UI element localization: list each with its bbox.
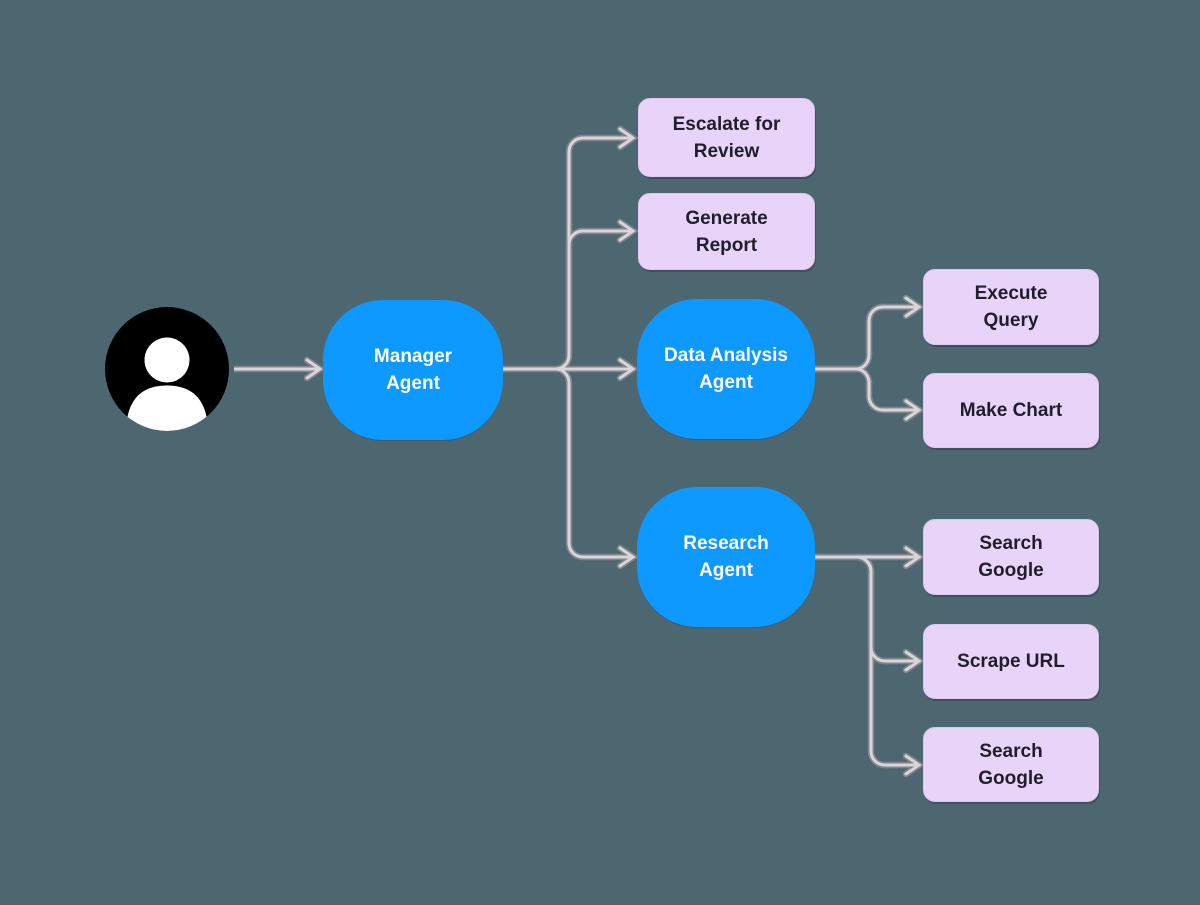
node-data-analysis-agent[interactable]: Data Analysis Agent	[637, 299, 815, 439]
node-escalate-for-review[interactable]: Escalate for Review	[638, 98, 815, 177]
node-label: Manager Agent	[373, 346, 453, 394]
connector-cores	[234, 127, 922, 776]
node-user[interactable]	[102, 304, 232, 434]
node-label: Research Agent	[683, 533, 769, 581]
node-label: Execute Query	[974, 283, 1048, 331]
node-generate-report[interactable]: Generate Report	[638, 193, 815, 270]
node-label: Make Chart	[959, 400, 1063, 421]
node-search-google-1[interactable]: Search Google	[923, 519, 1099, 595]
node-label: Generate Report	[685, 207, 768, 256]
node-execute-query[interactable]: Execute Query	[923, 269, 1099, 345]
node-label: Escalate for Review	[672, 113, 781, 162]
node-manager-agent[interactable]: Manager Agent	[323, 300, 503, 440]
node-label: Search Google	[978, 533, 1044, 581]
connector-outlines	[234, 125, 925, 778]
node-make-chart[interactable]: Make Chart	[923, 373, 1099, 448]
node-research-agent[interactable]: Research Agent	[637, 487, 815, 627]
node-label: Search Google	[978, 740, 1044, 789]
node-scrape-url[interactable]: Scrape URL	[923, 624, 1099, 699]
node-label: Scrape URL	[957, 651, 1065, 672]
node-label: Data Analysis Agent	[664, 345, 788, 393]
node-search-google-2[interactable]: Search Google	[923, 727, 1099, 802]
user-avatar-icon	[105, 307, 229, 431]
